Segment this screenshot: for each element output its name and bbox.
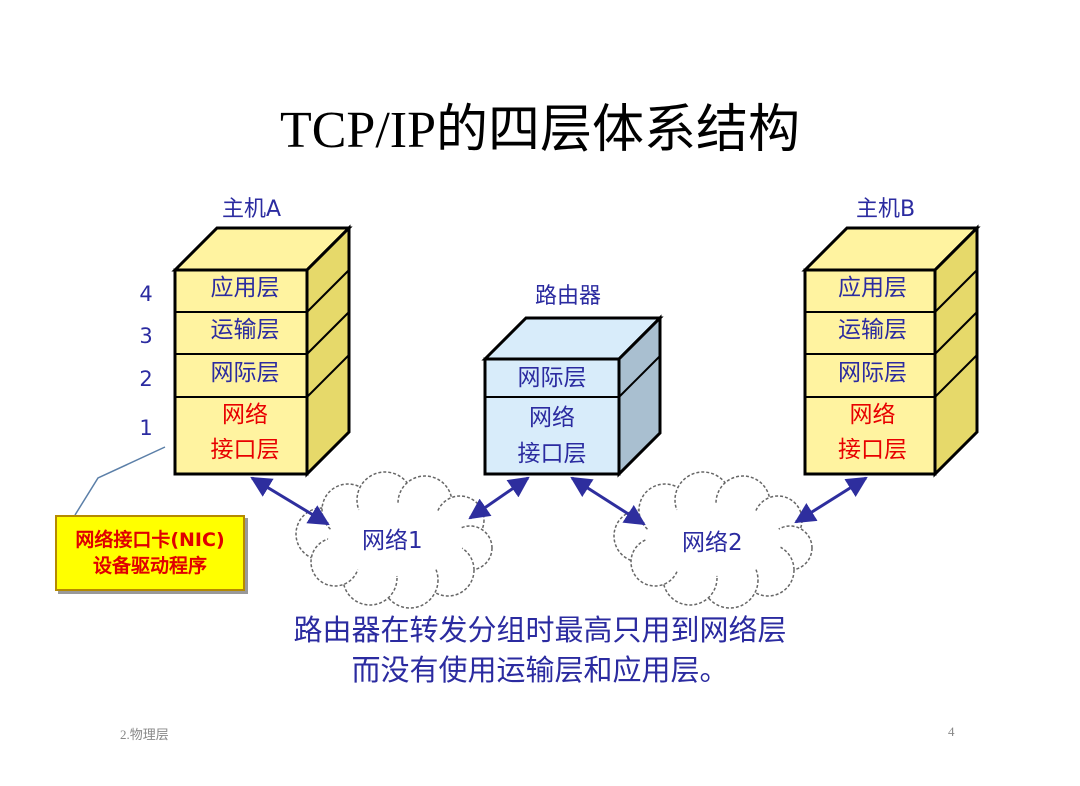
nic-callout-line1: 网络接口卡(NIC) — [75, 529, 225, 551]
layer-number-4: 4 — [139, 282, 153, 306]
host-a-application-layer: 应用层 — [210, 275, 280, 301]
layer-number-1: 1 — [139, 416, 153, 440]
layer-number-3: 3 — [139, 324, 153, 348]
host-b-label: 主机B — [856, 197, 916, 222]
footer-section: 2.物理层 — [120, 727, 169, 742]
host-a-network-layer-line2: 接口层 — [210, 437, 280, 463]
footer-page-number: 4 — [948, 724, 955, 739]
arrow-network-2-host-b — [794, 476, 868, 524]
arrow-router-network-2 — [570, 476, 646, 526]
caption-line-1: 路由器在转发分组时最高只用到网络层 — [293, 613, 787, 647]
host-b-application-layer: 应用层 — [838, 275, 907, 301]
host-b-transport-layer: 运输层 — [838, 317, 907, 343]
network-2-label: 网络2 — [682, 530, 743, 556]
host-a-front-face — [173, 268, 309, 476]
host-a-internet-layer: 网际层 — [210, 360, 280, 386]
caption-line-2: 而没有使用运输层和应用层。 — [351, 653, 729, 687]
host-b-network-layer-line1: 网络 — [849, 402, 896, 428]
host-b-front-face — [803, 268, 937, 476]
network-1-label: 网络1 — [362, 528, 423, 554]
nic-callout-line2: 设备驱动程序 — [92, 555, 207, 577]
link-arrows — [250, 476, 868, 526]
slide-title: TCP/IP的四层体系结构 — [279, 102, 801, 159]
layer-number-2: 2 — [139, 367, 153, 391]
arrow-network-1-router — [468, 476, 530, 520]
router-internet-layer: 网际层 — [517, 365, 587, 391]
host-b-stack — [801, 224, 981, 478]
host-a-label: 主机A — [222, 197, 282, 222]
host-b-internet-layer: 网际层 — [838, 360, 907, 386]
router-front-face — [483, 357, 621, 476]
host-a-network-layer-line1: 网络 — [222, 402, 268, 428]
router-network-layer-line1: 网络 — [529, 405, 575, 431]
router-stack — [481, 314, 664, 478]
host-a-transport-layer: 运输层 — [210, 317, 280, 343]
router-network-layer-line2: 接口层 — [517, 441, 587, 467]
arrow-host-a-network-1 — [250, 476, 330, 526]
host-a-stack — [171, 224, 353, 478]
nic-callout-leader — [74, 446, 166, 516]
host-b-network-layer-line2: 接口层 — [838, 437, 907, 463]
nic-callout: 网络接口卡(NIC) 设备驱动程序 — [55, 515, 245, 591]
host-b-side-face — [933, 224, 979, 478]
cloud-network-2 — [613, 471, 813, 609]
cloud-network-1 — [295, 471, 493, 609]
router-label: 路由器 — [535, 284, 602, 309]
